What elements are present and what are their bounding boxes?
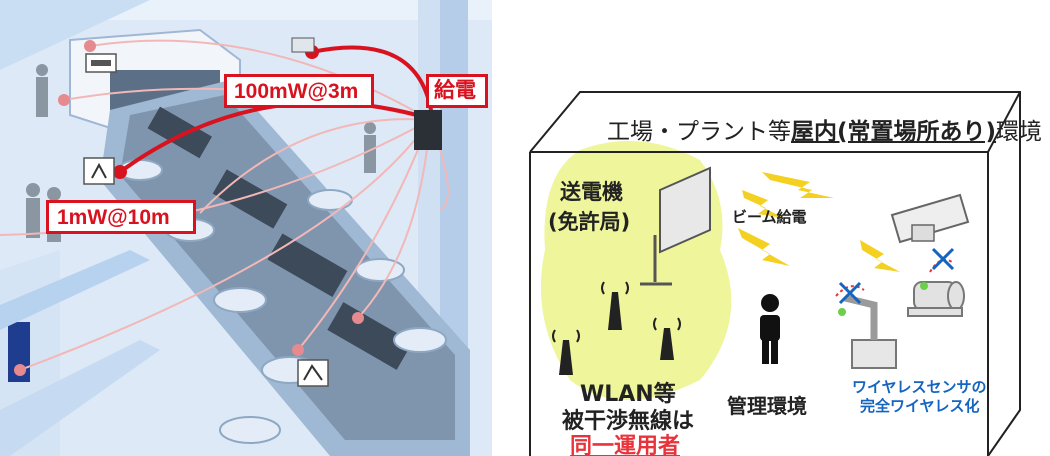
- label-100mw-at-3m: 100mW@3m: [224, 74, 374, 108]
- sensor-icons: [83, 37, 329, 387]
- label-power-feed: 給電: [426, 74, 488, 108]
- management-label: 管理環境: [727, 394, 807, 418]
- beam-bolts: [738, 172, 900, 272]
- person-icon: [760, 294, 780, 364]
- concept-box-panel: 工場・プラント等屋内(常置場所あり)環境 送電機 (免許局) ビーム給電 WLA…: [500, 0, 1050, 456]
- robot-arm-icon: [844, 294, 897, 369]
- wlan-label-line2: 被干渉無線は: [562, 409, 695, 434]
- motor-icon: [907, 281, 965, 317]
- box-title-suffix: 環境: [996, 119, 1043, 145]
- transmitter-icon: [640, 166, 711, 286]
- beam-feed-label: ビーム給電: [732, 208, 807, 226]
- power-feeder-device: [414, 110, 442, 150]
- transmitter-label-line2: (免許局): [548, 210, 631, 234]
- transmitter-label-line1: 送電機: [560, 180, 623, 204]
- cable-removed-marks: [835, 247, 955, 316]
- camera-icon: [890, 193, 970, 244]
- box-title-prefix: 工場・プラント等: [607, 119, 791, 145]
- wlan-antennas: [559, 292, 674, 375]
- wireless-sensor-line1: ワイヤレスセンサの: [852, 378, 987, 396]
- wlan-label-line1: WLAN等: [580, 382, 676, 407]
- factory-illustration-panel: 100mW@3m 1mW@10m 給電: [0, 0, 492, 456]
- box-title: 工場・プラント等屋内(常置場所あり)環境: [607, 112, 1042, 146]
- box-title-emphasis: 屋内(常置場所あり): [791, 119, 997, 145]
- factory-scene: [0, 0, 492, 456]
- label-1mw-at-10m: 1mW@10m: [46, 200, 196, 234]
- wireless-sensor-line2: 完全ワイヤレス化: [860, 397, 980, 415]
- environment-box: [529, 91, 1021, 456]
- wlan-label-line3: 同一運用者: [570, 434, 681, 456]
